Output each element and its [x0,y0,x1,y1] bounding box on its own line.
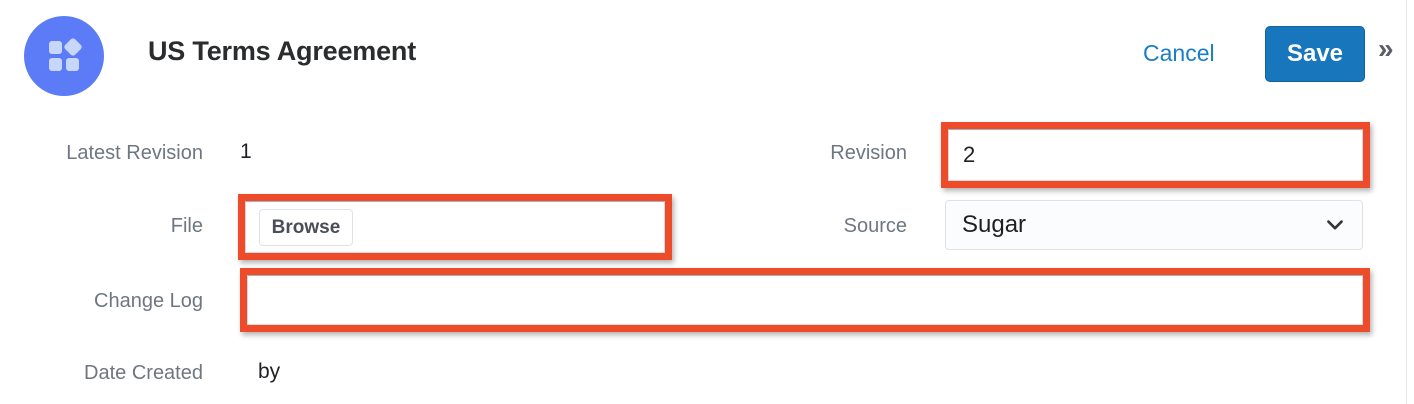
grid-tile-top-right-diamond [63,37,83,57]
grid-tile-bottom-left [49,58,62,71]
cancel-button[interactable]: Cancel [1143,40,1215,66]
grid-tile-top-left [49,41,62,54]
source-select-value: Sugar [962,211,1027,238]
value-latest-revision: 1 [240,140,252,163]
source-select[interactable]: Sugar [945,200,1363,250]
save-button[interactable]: Save [1265,26,1365,82]
label-change-log: Change Log [94,290,203,312]
label-source: Source [843,215,907,237]
revision-input[interactable] [948,129,1363,181]
label-date-created: Date Created [84,362,203,384]
browse-button[interactable]: Browse [259,209,353,246]
page-title: US Terms Agreement [148,36,416,66]
panel-divider [1406,0,1407,404]
label-file: File [170,215,203,237]
change-log-input[interactable] [247,275,1363,325]
label-latest-revision: Latest Revision [66,142,203,164]
more-actions-chevron-icon[interactable]: » [1378,33,1394,64]
label-revision: Revision [830,142,907,164]
chevron-down-icon [1326,216,1344,234]
value-date-created: by [258,360,281,383]
module-grid-tiles-icon [24,16,104,96]
record-header: US Terms Agreement Cancel Save » [0,0,1406,112]
grid-tile-bottom-right [66,58,79,71]
